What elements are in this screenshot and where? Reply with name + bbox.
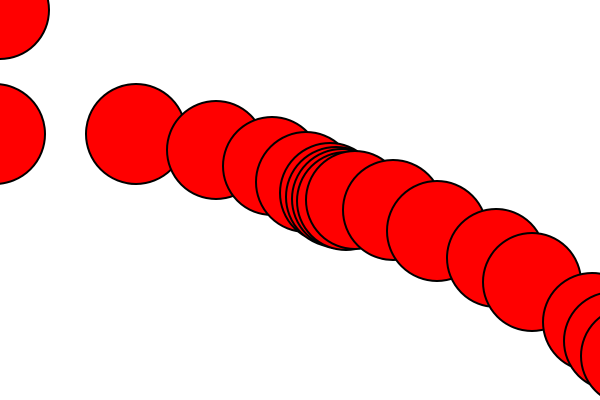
ball	[0, 83, 46, 185]
ball	[0, 0, 50, 60]
ball	[580, 316, 600, 396]
